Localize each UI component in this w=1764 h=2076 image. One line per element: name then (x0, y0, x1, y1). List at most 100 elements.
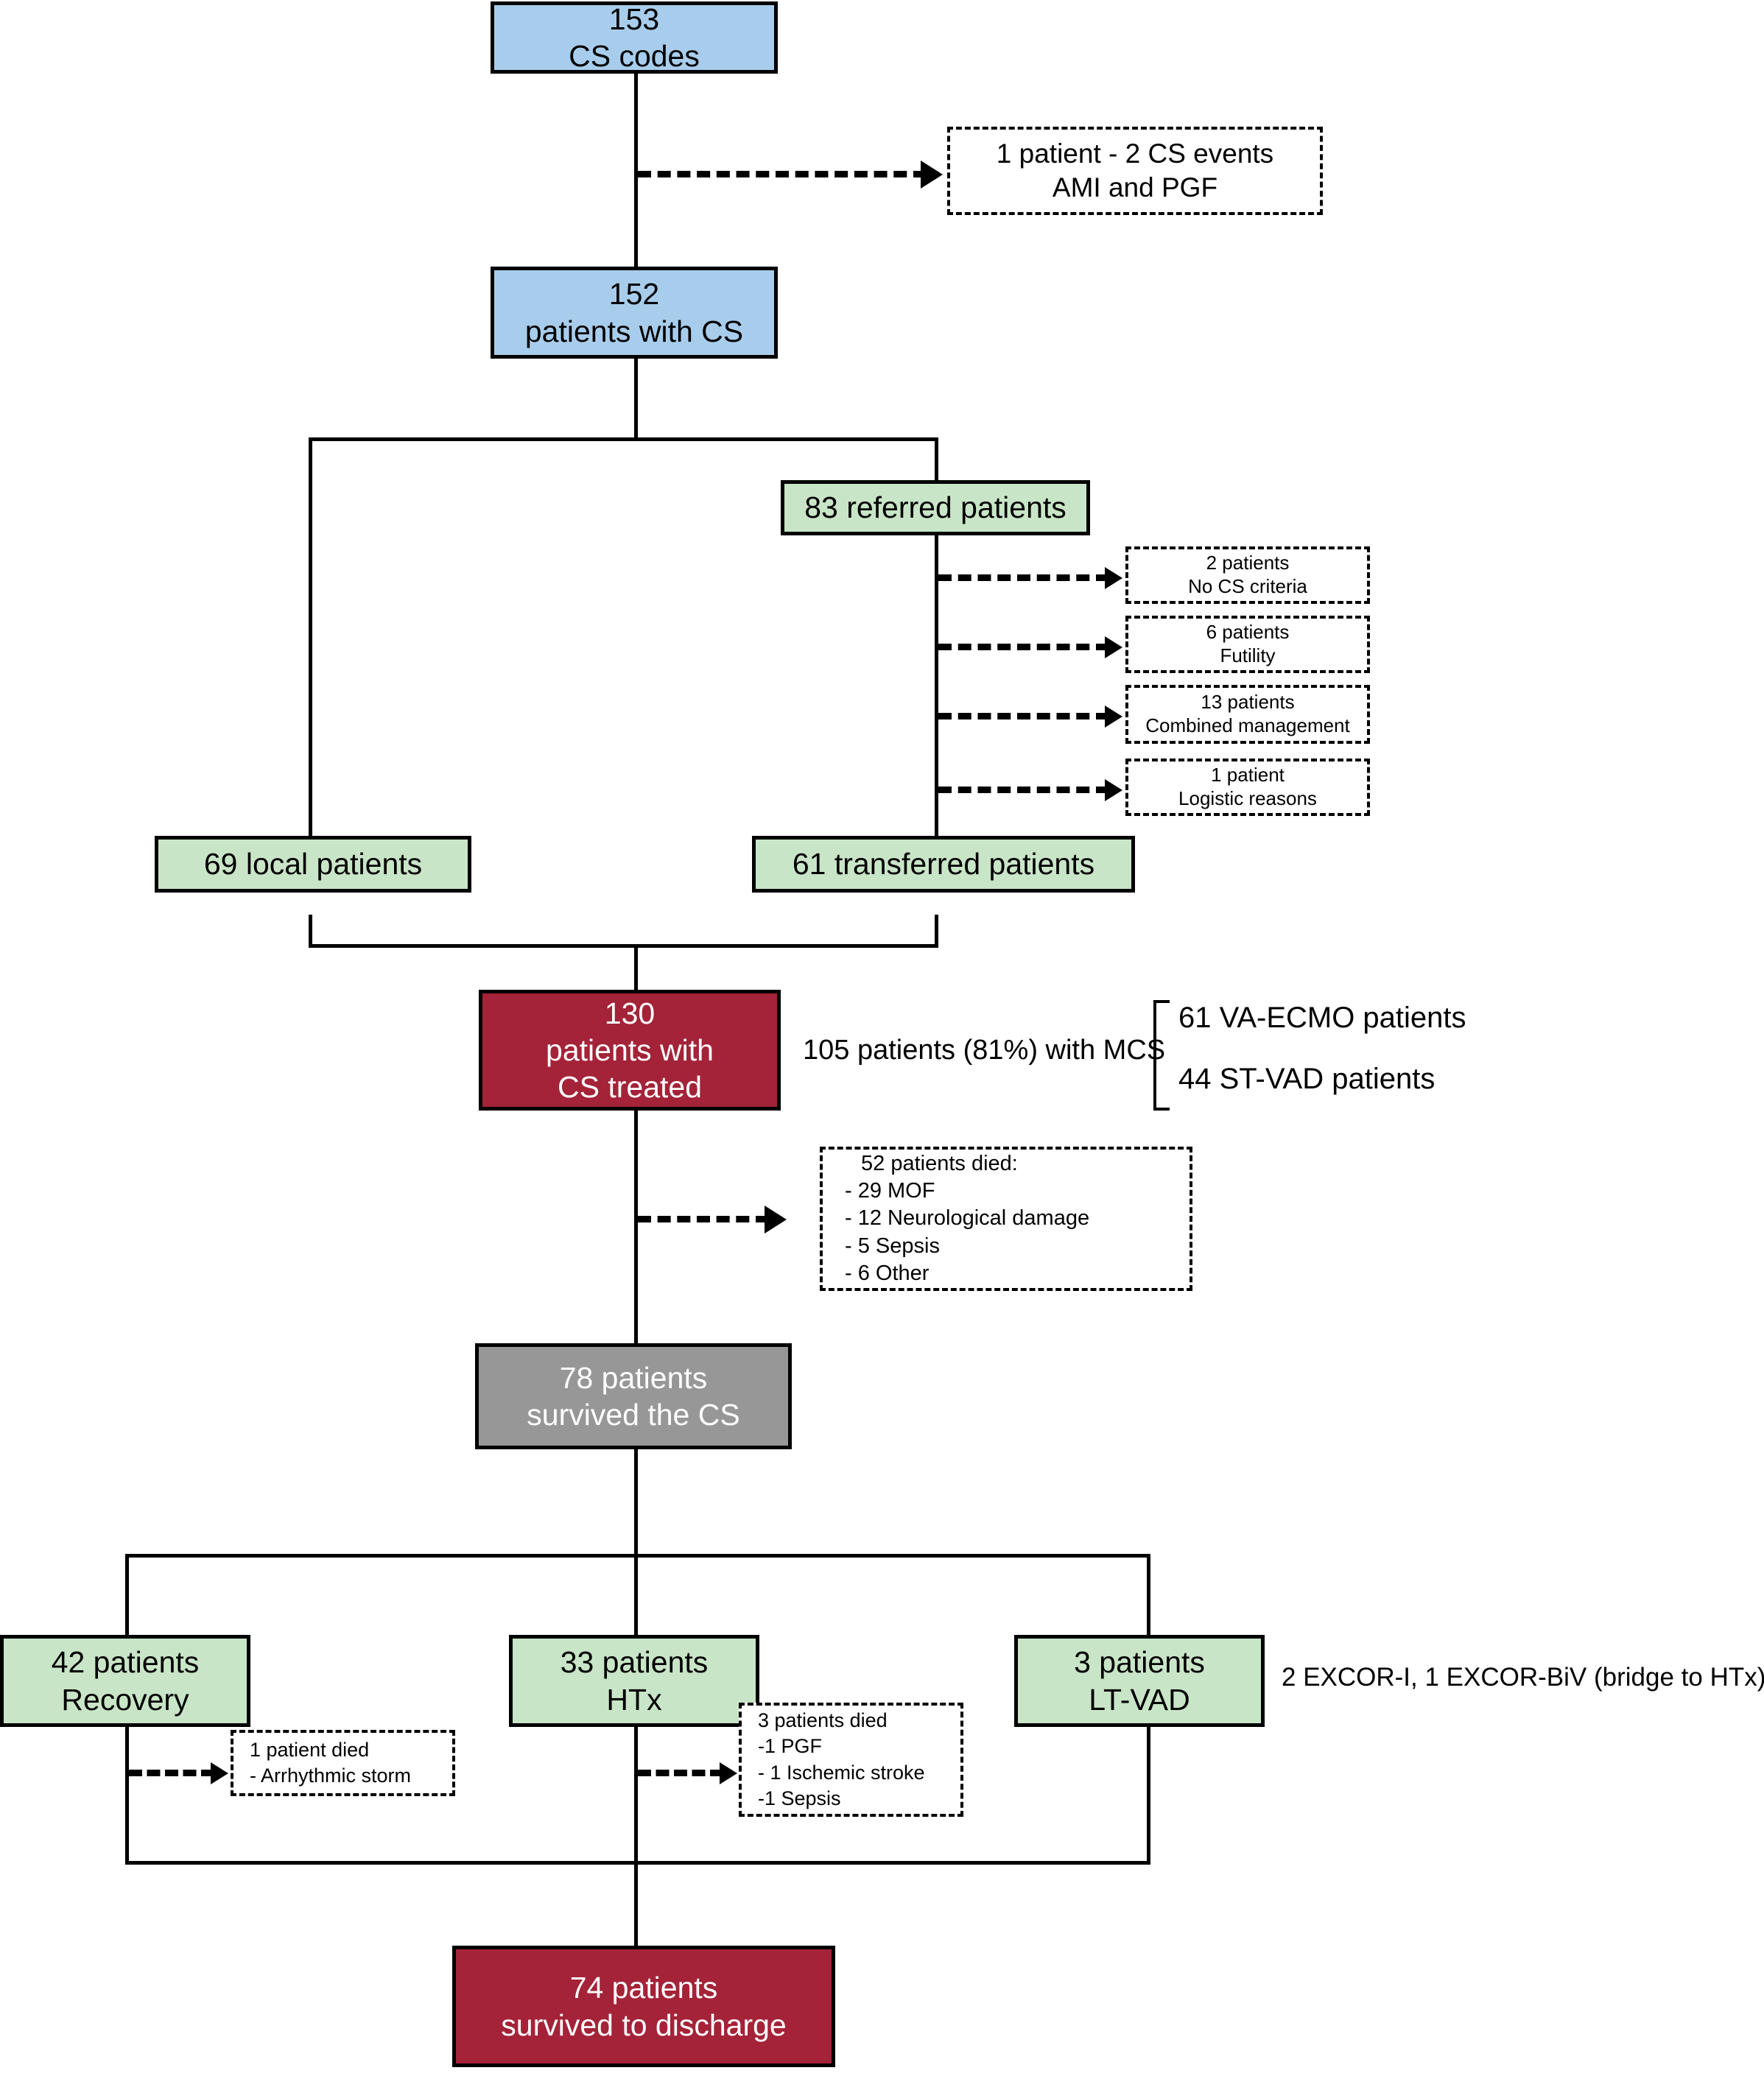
split-bar-outcomes (125, 1554, 1150, 1558)
edge-referred-to-transferred (935, 535, 938, 856)
dashed-arrow-combined-management (938, 713, 1109, 719)
exclusion-no-cs-criteria-line2: No CS criteria (1188, 575, 1307, 597)
merge-bar-to-discharge (125, 1861, 1150, 1865)
node-htx[interactable]: 33 patients HTx (509, 1635, 759, 1727)
arrowhead-logistic-reasons (1105, 779, 1122, 801)
exclusion-deaths-htx-line2: -1 PGF (758, 1735, 823, 1758)
node-transferred-patients[interactable]: 61 transferred patients (752, 836, 1135, 893)
arrowhead-duplicate-event (921, 161, 943, 189)
node-survived-to-discharge-line1: 74 patients (569, 1971, 718, 2005)
exclusion-deaths-htx-line1: 3 patients died (758, 1709, 888, 1732)
exclusion-deaths-cs-line2: - 29 MOF (845, 1179, 935, 1203)
node-lt-vad[interactable]: 3 patients LT-VAD (1014, 1635, 1265, 1727)
edge-htx-to-merge (634, 1782, 638, 1863)
annotation-mcs-va-ecmo: 61 VA-ECMO patients (1178, 1002, 1466, 1034)
exclusion-duplicate-event-line1: 1 patient - 2 CS events (996, 138, 1274, 169)
edge-to-referred-branch (935, 437, 938, 500)
node-lt-vad-line2: LT-VAD (1089, 1682, 1190, 1717)
exclusion-logistic-reasons-line2: Logistic reasons (1178, 787, 1317, 809)
node-patients-with-cs-line1: 152 (608, 277, 660, 312)
node-referred-patients-label: 83 referred patients (804, 490, 1067, 525)
arrowhead-no-cs-criteria (1105, 567, 1122, 589)
edge-transferred-down (935, 915, 938, 946)
node-recovery-line1: 42 patients (51, 1645, 200, 1680)
exclusion-combined-management: 13 patients Combined management (1125, 685, 1370, 744)
exclusion-deaths-cs-line5: - 6 Other (845, 1261, 930, 1285)
exclusion-combined-management-line2: Combined management (1145, 714, 1350, 736)
edge-survivedcs-down (634, 1449, 638, 1527)
node-survived-to-discharge[interactable]: 74 patients survived to discharge (452, 1946, 835, 2067)
dashed-arrow-no-cs-criteria (938, 574, 1109, 581)
edge-cstreated-to-survivedcs (634, 1111, 638, 1343)
dashed-arrow-deaths-recovery (129, 1770, 214, 1776)
node-lt-vad-line1: 3 patients (1074, 1645, 1205, 1680)
exclusion-no-cs-criteria: 2 patients No CS criteria (1125, 546, 1370, 604)
dashed-arrow-deaths-htx (638, 1770, 723, 1776)
edge-to-htx (634, 1527, 638, 1635)
node-recovery-line2: Recovery (61, 1682, 189, 1717)
edge-merge-to-cstreated (634, 944, 638, 990)
exclusion-deaths-cs-line1: 52 patients died: (861, 1152, 1018, 1176)
dashed-arrow-deaths-cs (638, 1216, 769, 1222)
node-cs-codes-line1: 153 (608, 1, 660, 36)
node-referred-patients[interactable]: 83 referred patients (781, 480, 1090, 535)
merge-bar-to-cstreated (309, 944, 938, 948)
edge-to-local-branch (309, 437, 312, 856)
dashed-arrow-futility (938, 644, 1109, 650)
exclusion-deaths-cs-line3: - 12 Neurological damage (845, 1206, 1090, 1231)
node-cs-treated[interactable]: 130 patients with CS treated (479, 990, 781, 1111)
edge-recovery-down (125, 1693, 129, 1790)
node-recovery[interactable]: 42 patients Recovery (0, 1635, 250, 1727)
annotation-mcs-st-vad: 44 ST-VAD patients (1178, 1063, 1436, 1095)
exclusion-deaths-cs: 52 patients died: - 29 MOF - 12 Neurolog… (820, 1147, 1192, 1291)
split-bar-local-referred (309, 437, 938, 441)
edge-local-down (309, 915, 312, 946)
node-transferred-patients-label: 61 transferred patients (792, 847, 1095, 882)
node-cs-codes-line2: CS codes (569, 39, 700, 73)
annotation-mcs-label: 105 patients (81%) with MCS (803, 1035, 1166, 1066)
node-cs-treated-line2: patients with (546, 1032, 714, 1067)
exclusion-deaths-htx-line3: - 1 Ischemic stroke (758, 1761, 925, 1784)
exclusion-deaths-cs-line4: - 5 Sepsis (845, 1234, 940, 1258)
node-cs-treated-line1: 130 (604, 996, 656, 1030)
node-local-patients[interactable]: 69 local patients (155, 836, 471, 893)
dashed-arrow-logistic-reasons (938, 787, 1109, 793)
node-local-patients-label: 69 local patients (203, 847, 423, 882)
edge-to-recovery (125, 1554, 129, 1635)
exclusion-no-cs-criteria-line1: 2 patients (1206, 552, 1290, 574)
arrowhead-deaths-cs (765, 1206, 787, 1234)
exclusion-duplicate-event-line2: AMI and PGF (1052, 172, 1218, 203)
exclusion-deaths-recovery-line2: - Arrhythmic storm (250, 1764, 412, 1787)
exclusion-deaths-recovery-line1: 1 patient died (250, 1738, 370, 1761)
exclusion-logistic-reasons: 1 patient Logistic reasons (1125, 759, 1370, 816)
node-survived-to-discharge-line2: survived to discharge (501, 2008, 787, 2042)
dashed-arrow-duplicate-event (638, 171, 927, 177)
edge-patientscs-down (634, 359, 638, 440)
node-cs-codes[interactable]: 153 CS codes (491, 1, 778, 74)
exclusion-combined-management-line1: 13 patients (1201, 691, 1295, 714)
exclusion-logistic-reasons-line1: 1 patient (1211, 764, 1285, 787)
mcs-bracket (1153, 1000, 1170, 1111)
edge-to-ltvad (1147, 1554, 1150, 1635)
edge-merge-to-discharge (634, 1861, 638, 1946)
exclusion-futility: 6 patients Futility (1125, 616, 1370, 673)
arrowhead-deaths-recovery (211, 1762, 228, 1784)
node-survived-cs[interactable]: 78 patients survived the CS (475, 1343, 792, 1449)
arrowhead-deaths-htx (720, 1762, 737, 1784)
node-cs-treated-line3: CS treated (558, 1070, 702, 1104)
node-survived-cs-line1: 78 patients (559, 1360, 708, 1395)
exclusion-deaths-htx: 3 patients died -1 PGF - 1 Ischemic stro… (739, 1703, 963, 1817)
exclusion-futility-line2: Futility (1220, 644, 1276, 666)
exclusion-deaths-recovery: 1 patient died - Arrhythmic storm (231, 1730, 455, 1796)
exclusion-futility-line1: 6 patients (1206, 621, 1290, 644)
exclusion-deaths-htx-line4: -1 Sepsis (758, 1787, 841, 1809)
node-htx-line1: 33 patients (560, 1645, 709, 1680)
annotation-ltvad-detail: 2 EXCOR-I, 1 EXCOR-BiV (bridge to HTx) (1282, 1663, 1764, 1692)
node-htx-line2: HTx (606, 1682, 662, 1717)
node-patients-with-cs-line2: patients with CS (524, 314, 744, 348)
node-patients-with-cs[interactable]: 152 patients with CS (491, 267, 778, 359)
arrowhead-combined-management (1105, 706, 1122, 728)
node-survived-cs-line2: survived the CS (527, 1398, 740, 1432)
arrowhead-futility (1105, 636, 1122, 658)
